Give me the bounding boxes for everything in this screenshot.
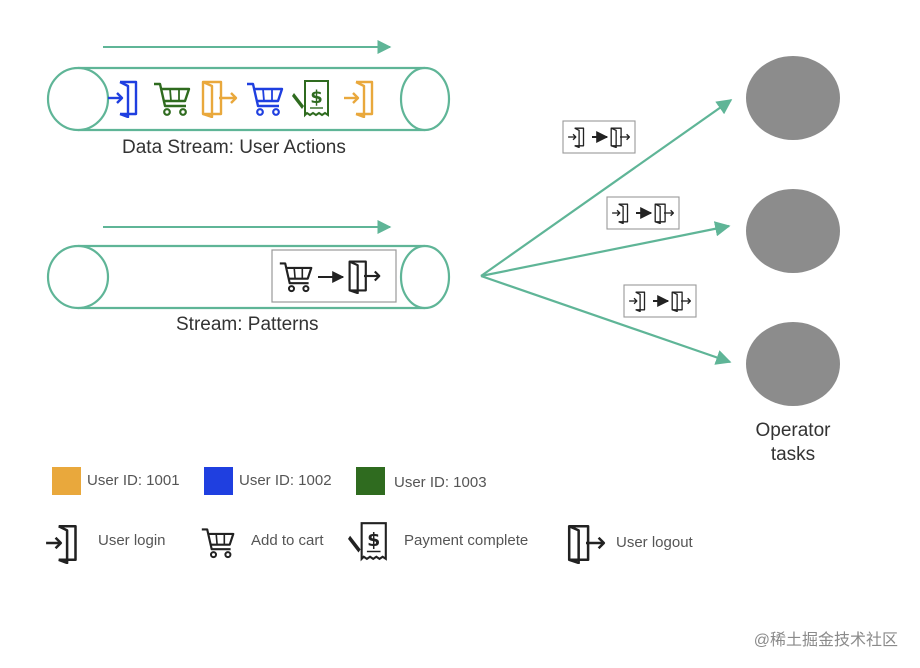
legend-user-swatches bbox=[52, 467, 385, 495]
legend-payment-complete: Payment complete bbox=[404, 532, 529, 549]
stream-actions-label: Data Stream: User Actions bbox=[122, 137, 346, 158]
operator-task-2 bbox=[746, 189, 840, 273]
operator-label: Operator tasks bbox=[745, 420, 841, 466]
login-icon bbox=[342, 80, 374, 118]
legend-user-1003: User ID: 1003 bbox=[394, 474, 487, 491]
cart-icon bbox=[245, 82, 284, 117]
legend-login: User login bbox=[98, 532, 166, 549]
cart-icon bbox=[152, 82, 191, 117]
legend-user-1001: User ID: 1001 bbox=[87, 472, 180, 489]
payment-icon bbox=[292, 80, 329, 116]
stream-patterns-label: Stream: Patterns bbox=[176, 314, 319, 335]
operator-label-line2: tasks bbox=[770, 444, 816, 465]
cart-icon bbox=[200, 528, 235, 559]
pipe-patterns bbox=[46, 244, 451, 310]
legend-add-to-cart: Add to cart bbox=[251, 532, 324, 549]
logout-icon bbox=[201, 80, 238, 118]
task-patterns bbox=[562, 120, 697, 318]
event-sequence bbox=[106, 80, 374, 118]
fan-out-arrows bbox=[480, 99, 733, 365]
pattern-box bbox=[271, 249, 397, 303]
payment-icon bbox=[348, 522, 387, 560]
swatch-user-1001 bbox=[52, 467, 81, 495]
legend-logout: User logout bbox=[616, 534, 693, 551]
task-pattern-box bbox=[623, 284, 697, 318]
swatch-user-1002 bbox=[204, 467, 233, 495]
task-pattern-box bbox=[606, 196, 680, 230]
login-icon bbox=[106, 80, 138, 118]
operator-task-1 bbox=[746, 56, 840, 140]
login-icon bbox=[44, 524, 77, 564]
legend-user-1002: User ID: 1002 bbox=[239, 472, 332, 489]
operator-label-line1: Operator bbox=[755, 420, 831, 441]
operator-task-3 bbox=[746, 322, 840, 406]
logout-icon bbox=[567, 524, 606, 564]
watermark: @稀土掘金技术社区 bbox=[753, 632, 898, 649]
operator-tasks bbox=[746, 56, 840, 406]
task-pattern-box bbox=[562, 120, 636, 154]
swatch-user-1003 bbox=[356, 467, 385, 495]
